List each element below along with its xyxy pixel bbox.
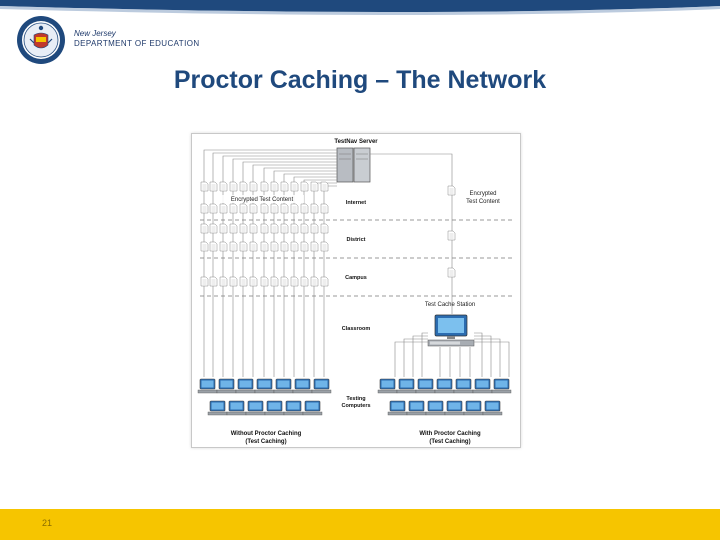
department-name: DEPARTMENT OF EDUCATION bbox=[74, 39, 200, 48]
cache-station-computer-icon bbox=[427, 314, 475, 347]
zone-internet-label: Internet bbox=[346, 200, 366, 206]
left-caption-line2: (Test Caching) bbox=[245, 439, 286, 445]
header-band bbox=[0, 0, 720, 15]
testing-computers-label-1: Testing bbox=[346, 396, 365, 402]
encrypted-content-left-label: Encrypted Test Content bbox=[231, 197, 294, 203]
page-number: 21 bbox=[42, 518, 53, 528]
slide-title: Proctor Caching – The Network bbox=[173, 66, 547, 94]
organization-name: New Jersey DEPARTMENT OF EDUCATION bbox=[74, 29, 200, 49]
encrypted-content-right-label-1: Encrypted bbox=[469, 191, 496, 197]
zone-classroom-label: Classroom bbox=[342, 326, 371, 332]
right-caption-line2: (Test Caching) bbox=[429, 439, 470, 445]
server-icon bbox=[336, 147, 371, 183]
left-caption-line1: Without Proctor Caching bbox=[231, 431, 302, 437]
test-cache-station-label: Test Cache Station bbox=[425, 302, 475, 308]
zone-district-label: District bbox=[347, 237, 366, 243]
testing-computers-left bbox=[197, 378, 332, 416]
network-diagram: TestNav Server bbox=[191, 133, 521, 448]
state-seal-logo bbox=[17, 16, 65, 64]
testing-computers-right bbox=[377, 378, 512, 416]
right-caption-line1: With Proctor Caching bbox=[419, 431, 481, 437]
testing-computers-label-2: Computers bbox=[341, 403, 370, 409]
server-label: TestNav Server bbox=[334, 139, 378, 145]
footer-bar: 21 bbox=[0, 509, 720, 540]
zone-campus-label: Campus bbox=[345, 275, 367, 281]
state-name: New Jersey bbox=[74, 29, 116, 38]
encrypted-content-right-label-2: Test Content bbox=[466, 199, 500, 205]
